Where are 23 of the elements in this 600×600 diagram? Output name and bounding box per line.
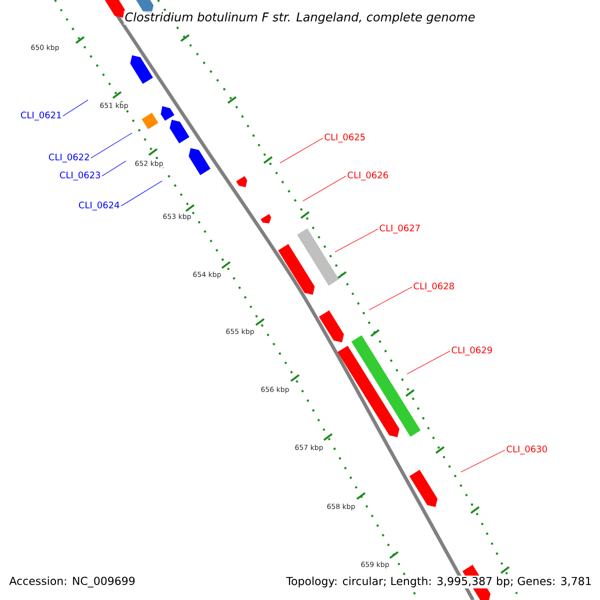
gene-label: CLI_0630: [506, 446, 547, 454]
leader-line: [102, 160, 126, 176]
gene-label: CLI_0624: [78, 202, 120, 210]
gene-label: CLI_0629: [452, 346, 492, 356]
gene-label: CLI_0623: [60, 172, 100, 180]
title: Clostridium botulinum F str. Langeland, complete genome: [124, 11, 476, 25]
leader-line: [406, 350, 450, 374]
footer-text: Accession: NC_009699: [8, 576, 136, 588]
footer-text: Topology: circular; Length: 3,995,387 bp; Genes: 3,781: [285, 576, 593, 588]
leader-line: [368, 286, 412, 310]
gene-label: CLI_0625: [324, 134, 365, 142]
leader-line: [62, 100, 88, 116]
leader-line: [120, 180, 162, 206]
leader-line: [302, 176, 346, 202]
gene-label: CLI_0628: [414, 282, 454, 292]
gene-label: CLI_0626: [348, 172, 388, 180]
leader-line: [334, 228, 378, 252]
gene-label: CLI_0627: [380, 224, 420, 234]
leader-line: [280, 138, 324, 164]
gene-label: CLI_0621: [20, 112, 61, 120]
leader-line: [90, 132, 132, 158]
leader-line: [460, 450, 506, 472]
gene-label: CLI_0622: [48, 154, 89, 162]
